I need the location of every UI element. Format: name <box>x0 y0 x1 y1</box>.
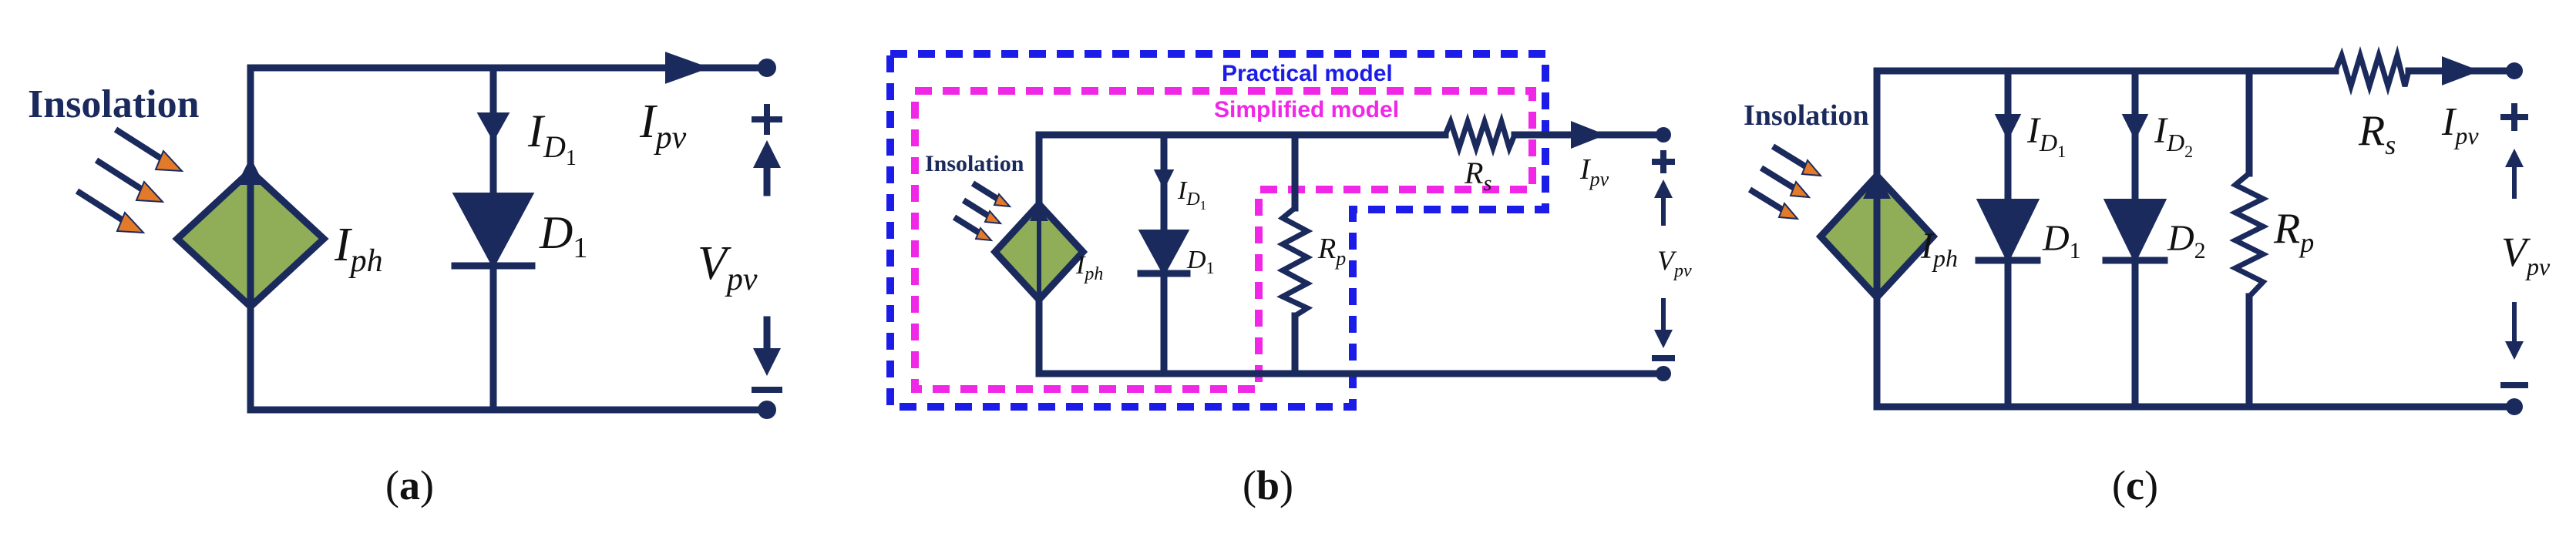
panel-b-diode-triangle <box>1138 230 1190 277</box>
panel-b-caption: (b) <box>1243 462 1293 508</box>
panel-c-rs-resistor <box>2332 45 2412 96</box>
panel-b-vpv-label: Vpv <box>1657 245 1692 281</box>
panel-a-id1-arrow <box>476 112 510 143</box>
panel-c-d1-label: D1 <box>2042 218 2081 263</box>
panel-b-id1-label: ID1 <box>1177 176 1206 213</box>
panel-b-rs-label: Rs <box>1464 156 1491 196</box>
panel-b-ipv-label: Ipv <box>1579 153 1609 190</box>
panel-b-practical-model-outline <box>886 50 1549 411</box>
panel-c-vpv-label: Vpv <box>2501 229 2551 280</box>
panel-a-light-icon <box>75 126 184 234</box>
panel-a-d1-label: D1 <box>539 207 587 264</box>
panel-c-terminal-top <box>2506 62 2523 79</box>
panel-b-ipv-arrow <box>1571 121 1606 149</box>
panel-b-rs-resistor <box>1442 112 1518 157</box>
panel-b-d1-label: D1 <box>1186 246 1215 277</box>
panel-a-iph-label: Iph <box>334 219 383 279</box>
panel-b-iph-label: Iph <box>1075 251 1103 284</box>
panel-c-insolation-label: Insolation <box>1744 99 1869 132</box>
panel-a-insolation-label: Insolation <box>28 82 200 126</box>
panel-a-plus-sign <box>752 104 782 135</box>
panel-b-insolation-label: Insolation <box>925 151 1024 176</box>
panel-b: Practical model Simplified model <box>886 50 1692 508</box>
panel-a-caption: (a) <box>385 462 434 508</box>
panel-c-id1-label: ID1 <box>2026 110 2066 161</box>
panel-c-ipv-arrow <box>2442 56 2480 86</box>
panel-c-light-icon <box>1747 143 1823 220</box>
panel-a-vpv-label: Vpv <box>698 237 758 297</box>
panel-c-terminal-bottom <box>2506 398 2523 415</box>
panel-a-terminal-top <box>758 59 776 77</box>
panel-c-rs-label: Rs <box>2358 107 2396 160</box>
panel-c-plus-sign <box>2500 103 2528 131</box>
panel-c-rp-label: Rp <box>2273 205 2314 258</box>
panel-c-diode1-triangle <box>1976 199 2040 264</box>
panel-b-light-icon <box>952 180 1012 242</box>
panel-c-rp-resistor <box>2229 171 2269 299</box>
panel-a-diode-triangle <box>452 193 535 270</box>
panel-b-simplified-model-outline <box>911 87 1536 393</box>
panel-b-rp-resistor <box>1276 206 1313 318</box>
panel-b-terminal-bottom <box>1656 366 1671 381</box>
panel-b-rp-label: Rp <box>1317 233 1346 270</box>
panel-a-ipv-arrow <box>665 52 710 84</box>
panel-c-id2-label: ID2 <box>2154 110 2193 161</box>
panel-c-id2-arrow <box>2121 114 2149 141</box>
panel-b-terminal-top <box>1656 127 1671 143</box>
panel-a-terminal-bottom <box>758 401 776 419</box>
panel-c-ipv-label: Ipv <box>2441 100 2479 149</box>
panel-c-diode2-triangle <box>2103 199 2167 264</box>
panel-a-ipv-label: Ipv <box>639 96 687 156</box>
panel-a-id1-label: ID1 <box>527 106 577 170</box>
panel-c-iph-label: Iph <box>1920 226 1958 272</box>
panel-c-id1-arrow <box>1994 114 2022 141</box>
panel-c-caption: (c) <box>2112 462 2158 508</box>
panel-b-plus-sign <box>1652 150 1675 173</box>
panel-b-practical-model-label: Practical model <box>1222 61 1393 86</box>
panel-a: Insolation Iph ID1 D1 Ipv Vpv (a) <box>28 52 782 508</box>
panel-b-simplified-model-label: Simplified model <box>1214 97 1399 122</box>
panel-b-id1-arrow <box>1153 169 1175 190</box>
panel-c: Insolation Iph ID1 ID2 D1 D2 Rp Rs Ipv V… <box>1744 45 2551 508</box>
panel-c-d2-label: D2 <box>2167 218 2206 263</box>
